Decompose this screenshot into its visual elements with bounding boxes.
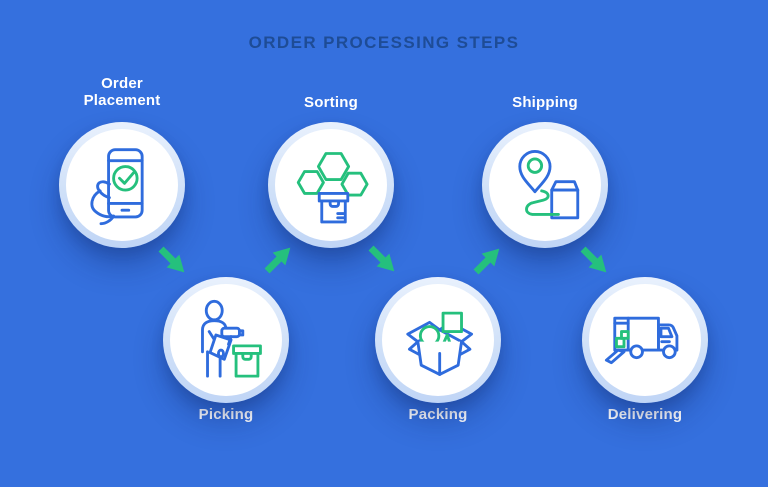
flow-arrow-2-up-right-icon bbox=[264, 247, 291, 274]
worker-scanner-box-icon bbox=[201, 299, 262, 378]
phone-order-check-icon bbox=[90, 148, 144, 226]
step-circle-delivering bbox=[582, 277, 708, 403]
open-box-shapes-icon bbox=[406, 311, 474, 376]
hexagons-package-icon bbox=[296, 152, 369, 224]
step-circle-order-placement bbox=[59, 122, 185, 248]
circle-inner bbox=[589, 284, 701, 396]
step-circle-packing bbox=[375, 277, 501, 403]
circle-inner bbox=[66, 129, 178, 241]
delivery-truck-icon bbox=[604, 316, 679, 365]
flow-arrow-3-down-right-icon bbox=[368, 245, 395, 272]
circle-inner bbox=[489, 129, 601, 241]
step-circle-shipping bbox=[482, 122, 608, 248]
step-label-packing: Packing bbox=[408, 406, 468, 423]
step-label-sorting: Sorting bbox=[304, 94, 358, 111]
step-label-order-placement: Order Placement bbox=[83, 75, 161, 109]
step-circle-picking bbox=[163, 277, 289, 403]
step-label-shipping: Shipping bbox=[512, 94, 578, 111]
step-label-delivering: Delivering bbox=[607, 406, 683, 423]
page-title: ORDER PROCESSING STEPS bbox=[248, 33, 520, 52]
circle-inner bbox=[275, 129, 387, 241]
location-pin-route-parcel-icon bbox=[518, 150, 580, 220]
flow-arrow-1-down-right-icon bbox=[158, 246, 185, 273]
flow-arrow-4-up-right-icon bbox=[473, 248, 500, 275]
circle-inner bbox=[170, 284, 282, 396]
flow-arrow-5-down-right-icon bbox=[580, 246, 607, 273]
step-circle-sorting bbox=[268, 122, 394, 248]
step-label-picking: Picking bbox=[198, 406, 254, 423]
circle-inner bbox=[382, 284, 494, 396]
